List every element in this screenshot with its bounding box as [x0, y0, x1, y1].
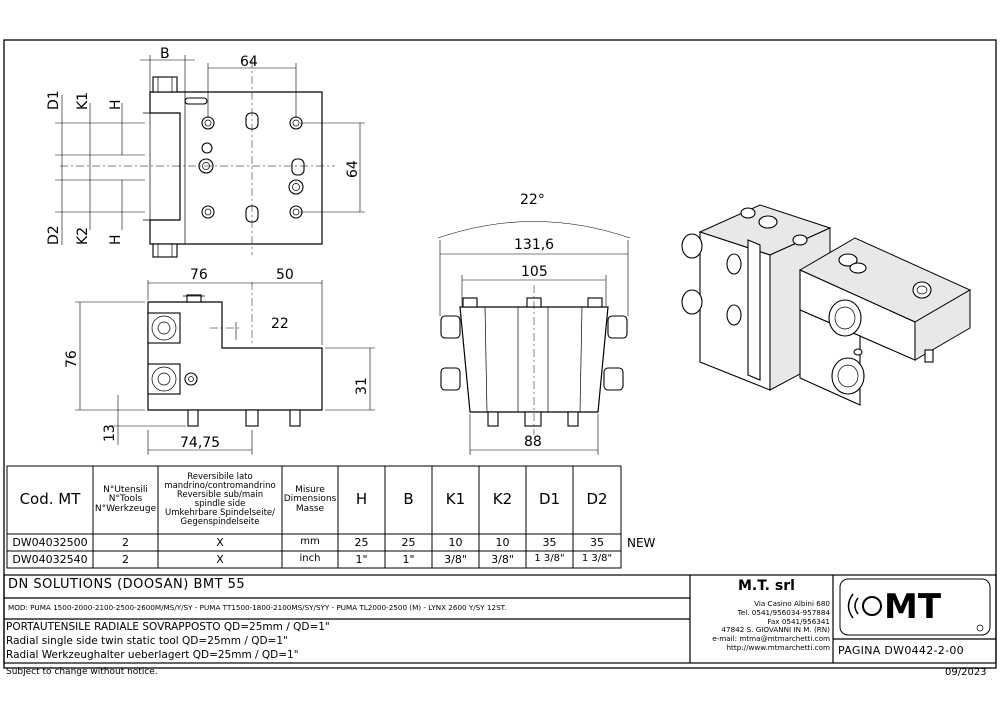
row1-K1: 10 [448, 535, 463, 549]
row2-code: DW04032540 [12, 552, 88, 566]
dim-angle-22: 22° [520, 192, 545, 208]
header-code: Cod. MT [19, 490, 81, 509]
company-address: Via Casino Albini 680 Tel. 0541/956034-9… [712, 599, 830, 652]
row1-code: DW04032500 [12, 535, 88, 549]
row1-B: 25 [401, 535, 416, 549]
row2-H: 1" [355, 552, 368, 566]
header-B: B [403, 490, 414, 509]
header-tools: N°Utensili N°Tools N°Werkzeuge [94, 484, 157, 514]
sheet-border [3, 39, 997, 669]
dim-31: 31 [354, 377, 370, 395]
dim-D2: D2 [46, 225, 62, 245]
row2-tools: 2 [122, 552, 129, 566]
row1-tools: 2 [122, 535, 129, 549]
dim-22: 22 [271, 316, 289, 332]
company-name: M.T. srl [738, 578, 795, 594]
row1-rev: X [216, 535, 224, 549]
machine-title: DN SOLUTIONS (DOOSAN) BMT 55 [8, 577, 246, 592]
description-en: Radial single side twin static tool QD=2… [6, 635, 288, 647]
isometric-view [681, 204, 972, 406]
row1-K2: 10 [495, 535, 510, 549]
back-view [437, 221, 631, 455]
new-label: NEW [627, 536, 656, 550]
dim-B: B [160, 46, 170, 62]
dim-K2: K2 [75, 227, 91, 245]
row1-unit: mm [300, 536, 320, 548]
header-K1: K1 [445, 490, 466, 509]
dim-13: 13 [102, 424, 118, 442]
description-it: PORTAUTENSILE RADIALE SOVRAPPOSTO QD=25m… [6, 621, 330, 633]
row2-K2: 3/8" [491, 552, 514, 566]
dim-64-vertical: 64 [345, 160, 361, 178]
machine-models: MOD: PUMA 1500-2000-2100-2500-2600M/MS/Y… [8, 603, 507, 612]
dim-H-bottom: H [108, 234, 124, 245]
header-dimensions: Misure Dimensions Masse [283, 484, 337, 514]
footer-date: 09/2023 [945, 667, 987, 678]
row2-rev: X [216, 552, 224, 566]
row2-K1: 3/8" [444, 552, 467, 566]
dim-76-horizontal: 76 [190, 267, 208, 283]
footer-disclaimer: Subject to change without notice. [6, 667, 158, 677]
header-K2: K2 [492, 490, 513, 509]
dim-76-vertical: 76 [64, 350, 80, 368]
dim-D1: D1 [46, 90, 62, 110]
dim-50: 50 [276, 267, 294, 283]
dim-64-horizontal: 64 [240, 54, 258, 70]
dim-K1: K1 [75, 92, 91, 110]
row2-D1: 1 3/8" [534, 553, 565, 565]
header-H: H [355, 490, 368, 509]
row2-unit: inch [299, 553, 321, 565]
dim-74-75: 74,75 [180, 435, 220, 451]
dim-88: 88 [524, 434, 542, 450]
page-number: PAGINA DW0442-2-00 [838, 644, 964, 657]
front-view [55, 55, 365, 258]
row1-H: 25 [354, 535, 369, 549]
dim-131-6: 131,6 [514, 237, 554, 253]
description-de: Radial Werkzeughalter ueberlagert QD=25m… [6, 649, 299, 661]
row2-B: 1" [402, 552, 415, 566]
row1-D2: 35 [590, 535, 604, 549]
dim-H-top: H [108, 99, 124, 110]
header-D2: D2 [586, 490, 608, 509]
header-D1: D1 [538, 490, 561, 509]
header-reversible: Reversibile lato mandrino/contromandrino… [164, 472, 276, 527]
side-view [75, 280, 375, 455]
row2-D2: 1 3/8" [581, 553, 613, 565]
row1-D1: 35 [542, 535, 557, 549]
dim-105: 105 [521, 264, 548, 280]
